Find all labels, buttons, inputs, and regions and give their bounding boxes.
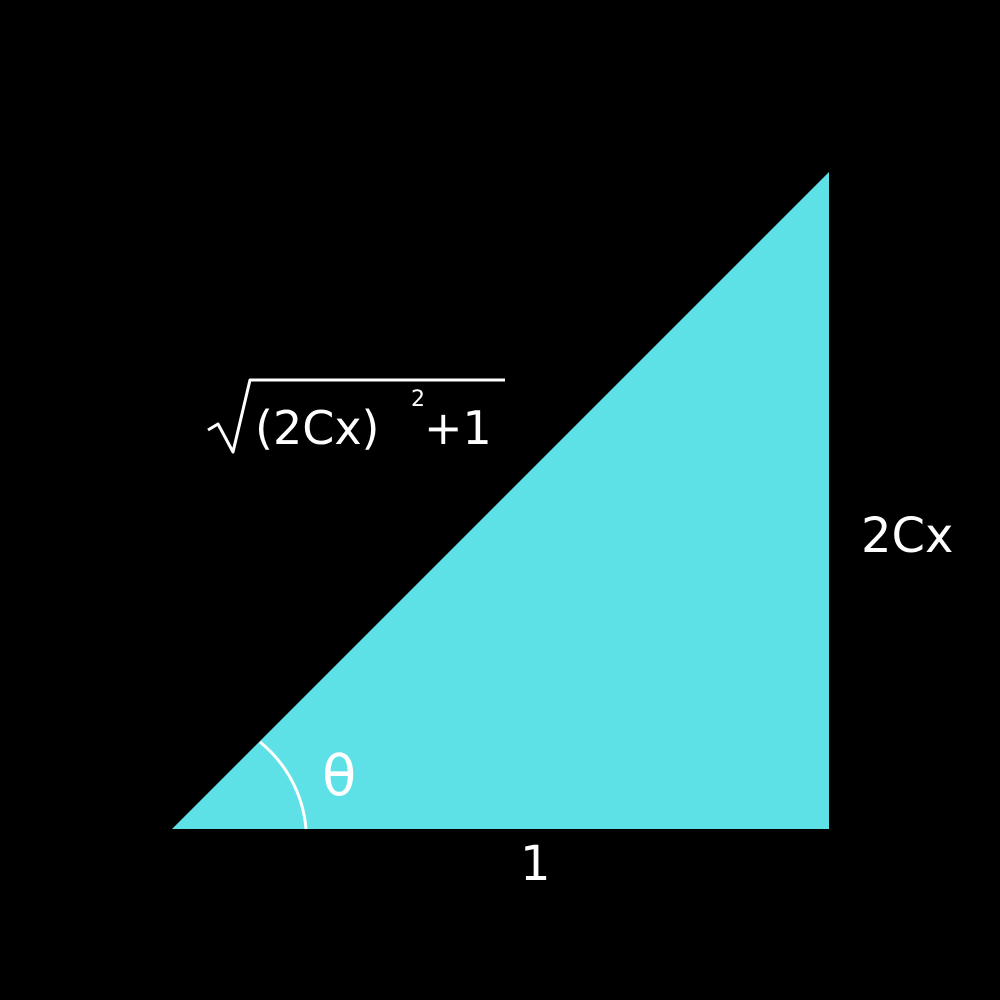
right-triangle: [172, 172, 829, 829]
hypotenuse-label: (2Cx): [255, 401, 380, 455]
square-root-sign: [207, 378, 505, 454]
hypotenuse-exponent: 2: [411, 387, 425, 412]
hypotenuse-expression: (2Cx): [255, 401, 380, 455]
angle-label: θ: [322, 744, 356, 809]
hypotenuse-suffix: +1: [424, 401, 492, 455]
adjacent-side-label: 1: [520, 836, 551, 892]
opposite-side-label: 2Cx: [861, 508, 953, 564]
angle-arc: [259, 740, 308, 830]
